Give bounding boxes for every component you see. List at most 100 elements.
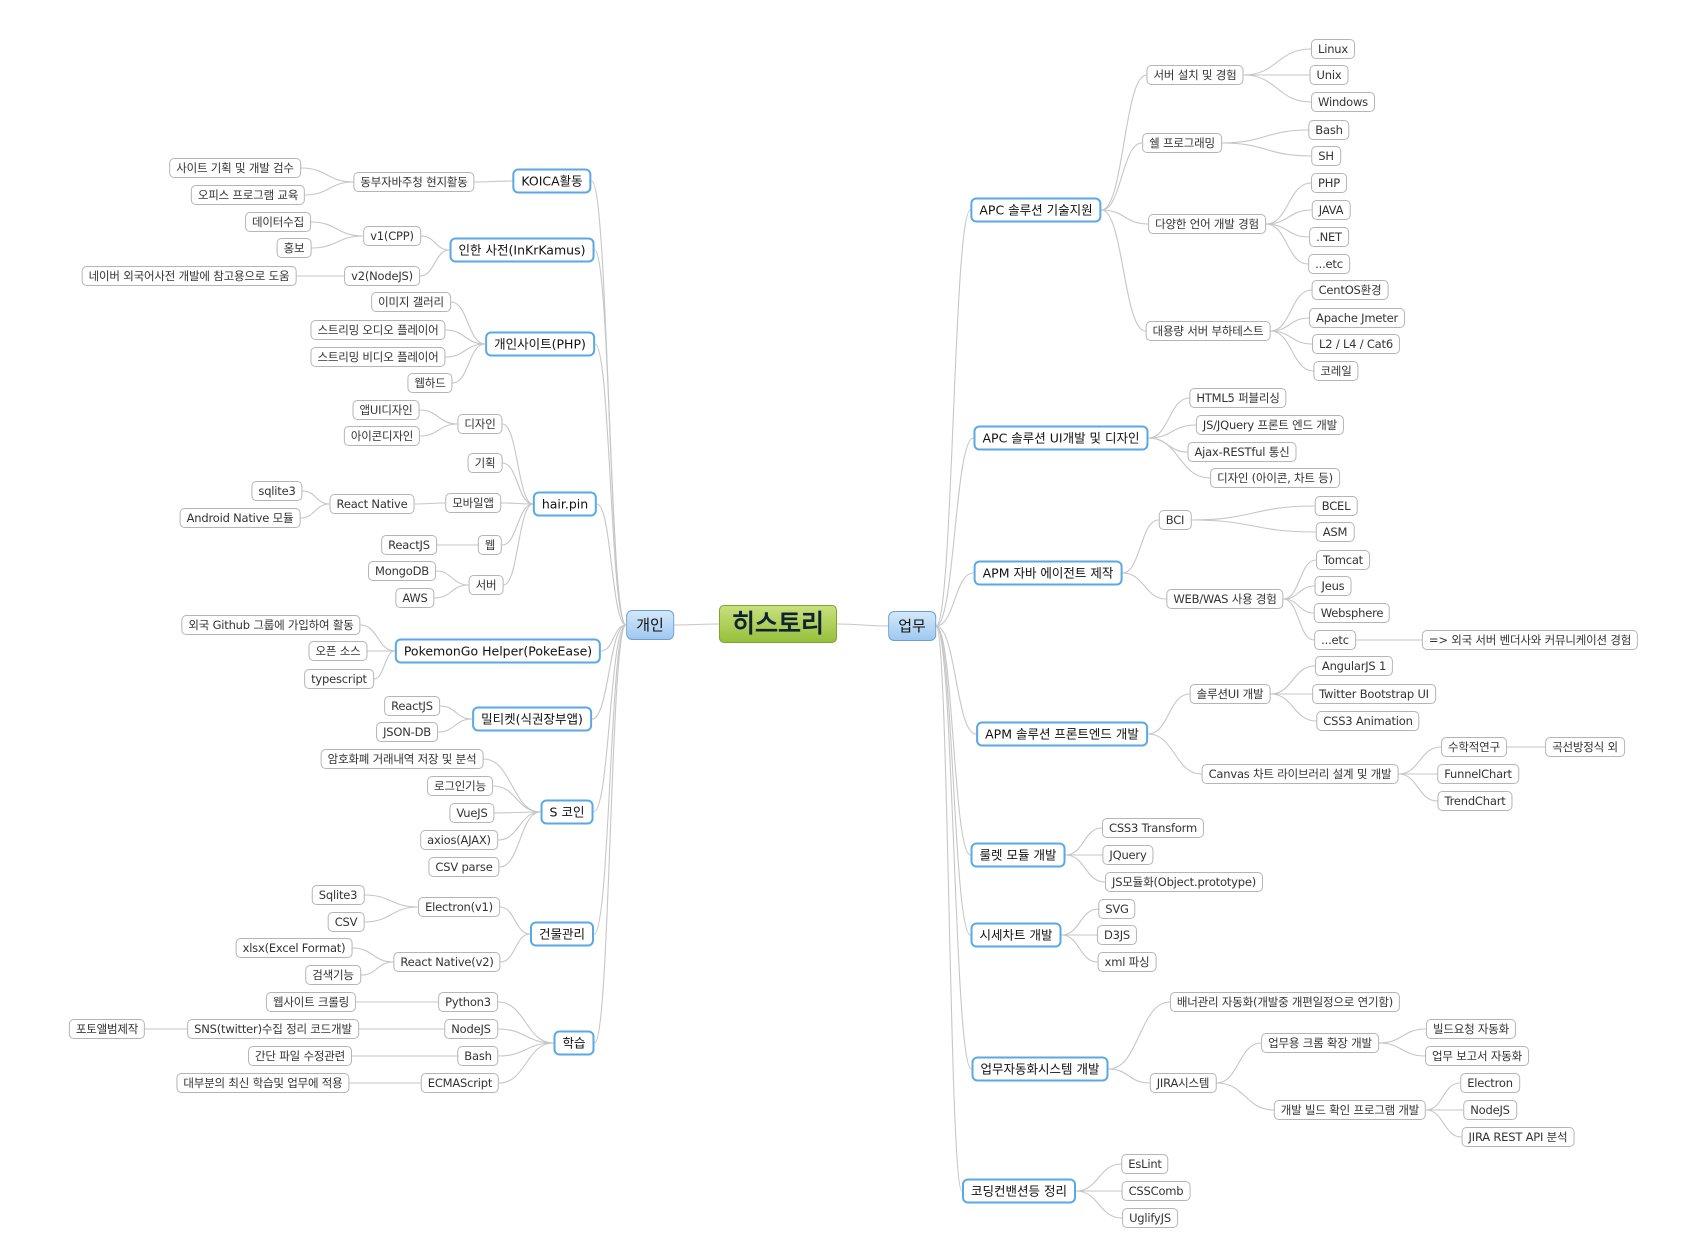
topic-php[interactable]: PHP [1311, 173, 1347, 193]
topic-net[interactable]: .NET [1309, 227, 1349, 247]
topic-오픈-소스[interactable]: 오픈 소스 [308, 641, 368, 661]
topic-포토앨범제작[interactable]: 포토앨범제작 [68, 1019, 146, 1039]
branch-시세차트-개발[interactable]: 시세차트 개발 [970, 922, 1062, 948]
topic-axios-ajax[interactable]: axios(AJAX) [420, 830, 498, 850]
topic-코레일[interactable]: 코레일 [1313, 361, 1359, 381]
topic-xml-파싱[interactable]: xml 파싱 [1097, 952, 1157, 972]
topic-v2-nodejs[interactable]: v2(NodeJS) [344, 266, 420, 286]
topic-네이버-외국어사전-개발에-참고용으로-도움[interactable]: 네이버 외국어사전 개발에 참고용으로 도움 [81, 266, 297, 286]
topic-funnelchart[interactable]: FunnelChart [1437, 764, 1519, 784]
topic-nodejs[interactable]: NodeJS [1463, 1100, 1517, 1120]
topic-간단-파일-수정관련[interactable]: 간단 파일 수정관련 [248, 1046, 352, 1066]
topic-windows[interactable]: Windows [1311, 92, 1375, 112]
topic-ecmascript[interactable]: ECMAScript [420, 1073, 500, 1093]
branch-밀티켓-식권장부앱[interactable]: 밀티켓(식권장부앱) [472, 706, 592, 732]
topic-asm[interactable]: ASM [1315, 522, 1355, 542]
topic-jira-rest-api-분석[interactable]: JIRA REST API 분석 [1461, 1127, 1575, 1147]
branch-hair-pin[interactable]: hair.pin [532, 491, 598, 517]
topic-다양한-언어-개발-경험[interactable]: 다양한 언어 개발 경험 [1148, 214, 1266, 234]
topic-reactjs[interactable]: ReactJS [381, 535, 437, 555]
topic-업무-보고서-자동화[interactable]: 업무 보고서 자동화 [1425, 1046, 1529, 1066]
topic-css3-animation[interactable]: CSS3 Animation [1316, 711, 1420, 731]
topic-sqlite3[interactable]: sqlite3 [251, 481, 303, 501]
topic-스트리밍-비디오-플레이어[interactable]: 스트리밍 비디오 플레이어 [310, 347, 446, 367]
main-topic-personal[interactable]: 개인 [626, 610, 674, 640]
topic-웹하드[interactable]: 웹하드 [407, 373, 453, 393]
branch-apc-솔루션-기술지원[interactable]: APC 솔루션 기술지원 [970, 197, 1102, 223]
topic-개발-빌드-확인-프로그램-개발[interactable]: 개발 빌드 확인 프로그램 개발 [1273, 1100, 1427, 1120]
topic-electron[interactable]: Electron [1460, 1073, 1520, 1093]
topic-모바일앱[interactable]: 모바일앱 [445, 493, 501, 513]
topic-대용량-서버-부하테스트[interactable]: 대용량 서버 부하테스트 [1145, 321, 1271, 341]
topic-csscomb[interactable]: CSSComb [1121, 1181, 1191, 1201]
topic-uglifyjs[interactable]: UglifyJS [1122, 1208, 1178, 1228]
central-topic[interactable]: 히스토리 [718, 605, 838, 643]
topic-앱ui디자인[interactable]: 앱UI디자인 [352, 400, 420, 420]
branch-룰렛-모듈-개발[interactable]: 룰렛 모듈 개발 [970, 842, 1066, 868]
topic-곡선방정식-외[interactable]: 곡선방정식 외 [1545, 737, 1625, 757]
branch-apm-자바-에이전트-제작[interactable]: APM 자바 에이전트 제작 [973, 560, 1123, 586]
topic-웹사이트-크롤링[interactable]: 웹사이트 크롤링 [265, 992, 357, 1012]
topic-nodejs[interactable]: NodeJS [444, 1019, 498, 1039]
branch-s-코인[interactable]: S 코인 [540, 799, 594, 825]
topic-react-native-v2[interactable]: React Native(v2) [393, 952, 501, 972]
topic-reactjs[interactable]: ReactJS [384, 696, 440, 716]
topic-js-jquery-프론트-엔드-개발[interactable]: JS/JQuery 프론트 엔드 개발 [1195, 415, 1345, 435]
topic-unix[interactable]: Unix [1309, 65, 1349, 85]
topic-기획[interactable]: 기획 [467, 453, 503, 473]
branch-개인사이트-php[interactable]: 개인사이트(PHP) [485, 331, 595, 357]
topic-electron-v1[interactable]: Electron(v1) [418, 897, 500, 917]
topic-웹[interactable]: 웹 [477, 535, 503, 555]
topic-l2-l4-cat6[interactable]: L2 / L4 / Cat6 [1312, 334, 1400, 354]
topic-vuejs[interactable]: VueJS [449, 803, 495, 823]
topic-암호화폐-거래내역-저장-및-분석[interactable]: 암호화폐 거래내역 저장 및 분석 [320, 749, 484, 769]
topic-react-native[interactable]: React Native [329, 494, 415, 514]
main-topic-work[interactable]: 업무 [888, 611, 936, 641]
topic-서버[interactable]: 서버 [468, 575, 504, 595]
topic-python3[interactable]: Python3 [438, 992, 498, 1012]
topic-bash[interactable]: Bash [457, 1046, 499, 1066]
topic-이미지-갤러리[interactable]: 이미지 갤러리 [371, 292, 451, 312]
topic-오피스-프로그램-교육[interactable]: 오피스 프로그램 교육 [190, 185, 306, 205]
branch-apm-솔루션-프론트엔드-개발[interactable]: APM 솔루션 프론트엔드 개발 [976, 721, 1148, 747]
branch-학습[interactable]: 학습 [553, 1030, 595, 1056]
topic-사이트-기획-및-개발-검수[interactable]: 사이트 기획 및 개발 검수 [169, 158, 301, 178]
topic-sqlite3[interactable]: Sqlite3 [311, 885, 365, 905]
topic-동부자바주청-현지활동[interactable]: 동부자바주청 현지활동 [353, 172, 475, 192]
topic-websphere[interactable]: Websphere [1313, 603, 1391, 623]
topic-외국-서버-벤더사와-커뮤니케이션-경험[interactable]: => 외국 서버 벤더사와 커뮤니케이션 경험 [1421, 630, 1639, 650]
topic-아이콘디자인[interactable]: 아이콘디자인 [343, 426, 421, 446]
topic-js모듈화-object-prototype[interactable]: JS모듈화(Object.prototype) [1105, 872, 1263, 892]
topic-web-was-사용-경험[interactable]: WEB/WAS 사용 경험 [1166, 589, 1284, 609]
topic-trendchart[interactable]: TrendChart [1437, 791, 1513, 811]
branch-코딩컨밴션등-정리[interactable]: 코딩컨밴션등 정리 [962, 1178, 1076, 1204]
topic-jquery[interactable]: JQuery [1102, 845, 1154, 865]
topic-빌드요청-자동화[interactable]: 빌드요청 자동화 [1425, 1019, 1517, 1039]
topic-업무용-크롬-확장-개발[interactable]: 업무용 크롬 확장 개발 [1261, 1033, 1379, 1053]
topic-eslint[interactable]: EsLint [1121, 1154, 1169, 1174]
topic-typescript[interactable]: typescript [304, 669, 374, 689]
topic-etc[interactable]: ...etc [1308, 254, 1350, 274]
topic-css3-transform[interactable]: CSS3 Transform [1101, 818, 1205, 838]
topic-배너관리-자동화-개발중-개편일정으로-연기함[interactable]: 배너관리 자동화(개발중 개편일정으로 연기함) [1169, 992, 1401, 1012]
topic-xlsx-excel-format[interactable]: xlsx(Excel Format) [235, 938, 353, 958]
topic-검색기능[interactable]: 검색기능 [305, 965, 361, 985]
topic-android-native-모듈[interactable]: Android Native 모듈 [179, 508, 301, 528]
topic-데이터수집[interactable]: 데이터수집 [245, 212, 311, 232]
topic-쉘-프로그래밍[interactable]: 쉘 프로그래밍 [1142, 133, 1222, 153]
topic-aws[interactable]: AWS [395, 588, 435, 608]
topic-linux[interactable]: Linux [1311, 39, 1355, 59]
branch-pokemongo-helper-pokeease[interactable]: PokemonGo Helper(PokeEase) [394, 638, 602, 664]
topic-디자인-아이콘-차트-등[interactable]: 디자인 (아이콘, 차트 등) [1210, 468, 1340, 488]
topic-솔루션ui-개발[interactable]: 솔루션UI 개발 [1189, 684, 1271, 704]
topic-java[interactable]: JAVA [1311, 200, 1351, 220]
topic-tomcat[interactable]: Tomcat [1316, 550, 1370, 570]
topic-json-db[interactable]: JSON-DB [376, 722, 438, 742]
topic-twitter-bootstrap-ui[interactable]: Twitter Bootstrap UI [1312, 684, 1436, 704]
topic-angularjs-1[interactable]: AngularJS 1 [1314, 656, 1394, 676]
topic-bcel[interactable]: BCEL [1314, 496, 1358, 516]
branch-건물관리[interactable]: 건물관리 [529, 921, 595, 947]
topic-v1-cpp[interactable]: v1(CPP) [363, 226, 421, 246]
topic-대부분의-최신-학습및-업무에-적용[interactable]: 대부분의 최신 학습및 업무에 적용 [176, 1073, 350, 1093]
topic-html5-퍼블리싱[interactable]: HTML5 퍼블리싱 [1189, 388, 1287, 408]
